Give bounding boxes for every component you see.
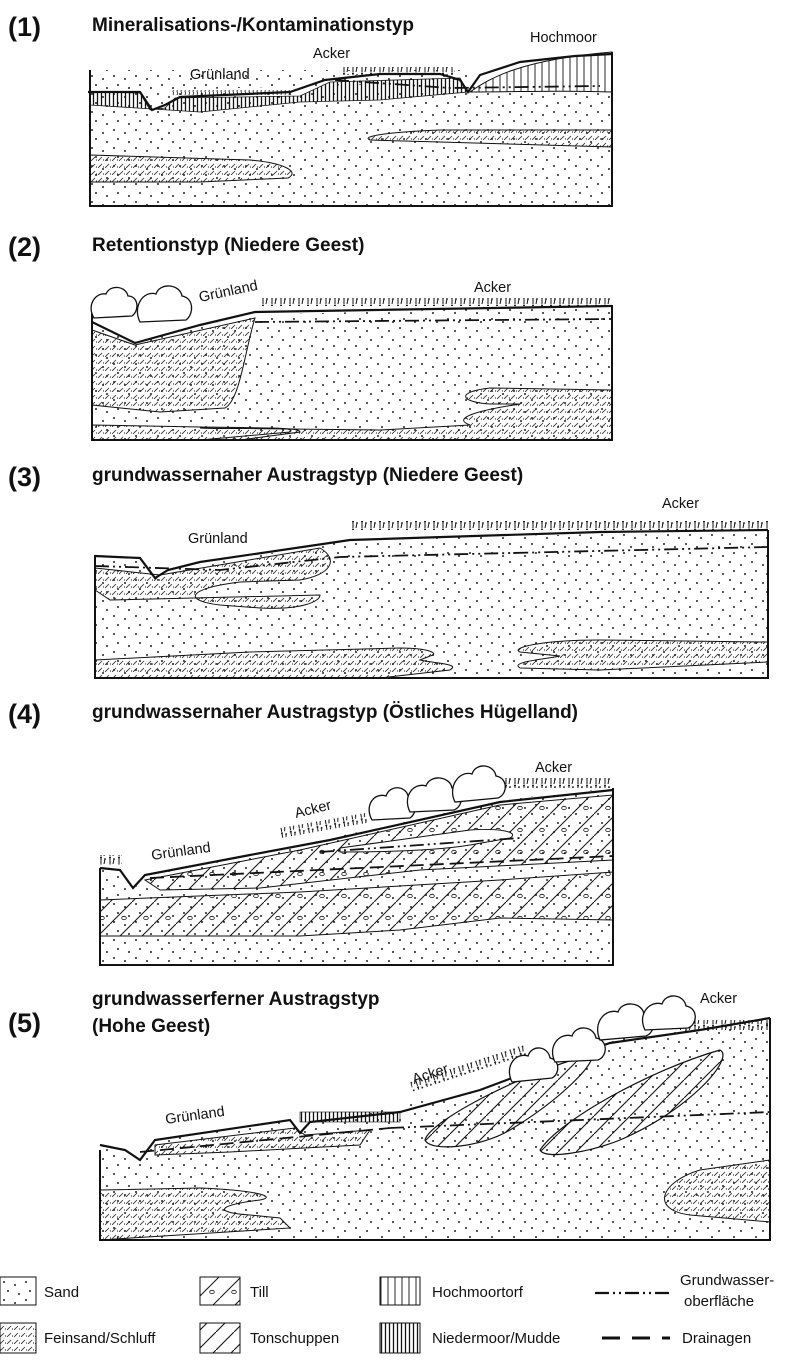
panel-1: (1) Mineralisations-/Kontaminationstyp G…: [8, 12, 612, 206]
label-gruenland: Grünland: [198, 278, 260, 306]
shrub-icon: [91, 286, 191, 322]
label-acker: Acker: [313, 46, 350, 62]
legend-niedermoor-label: Niedermoor/Mudde: [432, 1330, 560, 1347]
label-gruenland: Grünland: [164, 1104, 225, 1128]
legend-till-swatch: [200, 1277, 240, 1305]
legend-hochmoortorf-label: Hochmoortorf: [432, 1284, 524, 1301]
panel-1-title: Mineralisations-/Kontaminationstyp: [92, 15, 414, 36]
label-acker-2: Acker: [700, 991, 737, 1007]
label-gruenland: Grünland: [150, 840, 211, 864]
panel-2-title: Retentionstyp (Niedere Geest): [92, 235, 364, 256]
panel-4: (4) grundwassernaher Austragstyp (Östlic…: [8, 699, 613, 965]
label-acker: Acker: [474, 280, 511, 296]
legend-niedermoor-swatch: [380, 1323, 420, 1353]
label-hochmoor: Hochmoor: [530, 30, 597, 46]
field-crops: [340, 67, 455, 75]
panel-5: (5) grundwasserferner Austragstyp (Hohe …: [8, 989, 770, 1240]
legend-sand-swatch: [0, 1277, 36, 1305]
legend-grundwasser-label-2: oberfläche: [684, 1293, 754, 1310]
label-acker: Acker: [293, 797, 333, 822]
legend-feinsand-label: Feinsand/Schluff: [44, 1330, 156, 1347]
grassland-turf: [170, 90, 290, 95]
legend-tonschuppen-swatch: [200, 1323, 240, 1353]
panel-1-number: (1): [8, 12, 41, 42]
panel-2-number: (2): [8, 232, 41, 262]
panel-3-number: (3): [8, 462, 41, 492]
panel-3: (3) grundwassernaher Austragstyp (Nieder…: [8, 462, 768, 678]
panel-3-title: grundwassernaher Austragstyp (Niedere Ge…: [92, 465, 523, 486]
legend-hochmoortorf-swatch: [380, 1277, 420, 1305]
legend-sand-label: Sand: [44, 1284, 79, 1301]
legend-till-label: Till: [250, 1284, 269, 1301]
panel-5-title-line2: (Hohe Geest): [92, 1016, 210, 1037]
panel-5-number: (5): [8, 1008, 41, 1038]
panel-5-title: grundwasserferner Austragstyp: [92, 989, 380, 1010]
legend-grundwasser-label-1: Grundwasser-: [680, 1272, 774, 1289]
label-acker-2: Acker: [535, 760, 572, 776]
field-crops: [350, 521, 768, 530]
panel-2: (2) Retentionstyp (Niedere Geest) Grünla…: [8, 232, 612, 440]
legend-tonschuppen-label: Tonschuppen: [250, 1330, 339, 1347]
legend: Sand Till Hochmoortorf Grundwasser- ober…: [0, 1272, 774, 1353]
label-gruenland: Grünland: [190, 67, 250, 83]
legend-feinsand-swatch: [0, 1323, 36, 1353]
field-crops: [260, 298, 612, 306]
panel-4-title: grundwassernaher Austragstyp (Östliches …: [92, 702, 578, 723]
panel-4-number: (4): [8, 699, 41, 729]
legend-drainagen-label: Drainagen: [682, 1330, 751, 1347]
label-gruenland: Grünland: [188, 531, 248, 547]
field-crops: [505, 778, 613, 788]
label-acker: Acker: [662, 496, 699, 512]
